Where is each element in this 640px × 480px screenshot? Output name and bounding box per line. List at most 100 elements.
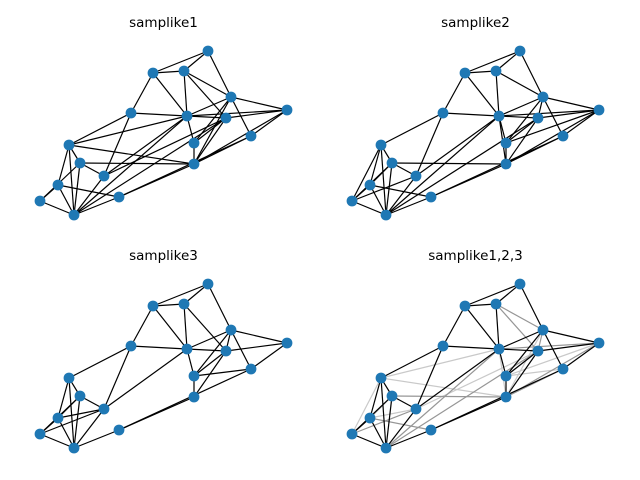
graph-node-0 <box>514 278 526 290</box>
graph-edge <box>130 305 154 347</box>
graph-edge <box>193 117 227 165</box>
graph-node-1 <box>147 300 159 312</box>
graph-edge <box>39 200 75 216</box>
graph-edge <box>442 305 466 347</box>
graph-edge <box>351 377 382 435</box>
graph-node-2 <box>490 298 502 310</box>
graph-node-7 <box>220 112 232 124</box>
graph-edge <box>186 348 227 352</box>
graph-edge <box>103 112 132 177</box>
graph-edge <box>130 112 188 117</box>
graph-edge <box>57 377 70 419</box>
graph-node-0 <box>202 278 214 290</box>
graph-edge <box>73 115 188 216</box>
graph-edge <box>385 408 417 449</box>
node-layer <box>346 45 605 221</box>
graph-edge <box>505 342 600 377</box>
panel-samplike2: samplike2 <box>346 15 605 221</box>
graph-edge <box>562 342 600 370</box>
graph-node-14 <box>52 179 64 191</box>
graph-edge <box>207 283 232 331</box>
graph-edge <box>193 350 227 377</box>
panel-samplike3: samplike3 <box>34 248 293 454</box>
graph-node-17 <box>380 209 392 221</box>
graph-edge <box>351 200 387 216</box>
graph-edge <box>430 396 507 431</box>
graph-edge <box>183 70 227 119</box>
graph-edge <box>385 175 417 216</box>
graph-node-8 <box>245 363 257 375</box>
graph-edge <box>505 350 539 398</box>
node-layer <box>346 278 605 454</box>
graph-edge <box>79 162 195 165</box>
graph-edge <box>186 109 288 117</box>
graph-edge <box>152 283 209 307</box>
graph-edge <box>391 395 507 398</box>
graph-edge <box>442 345 500 350</box>
graph-edge <box>415 112 444 177</box>
graph-node-0 <box>202 45 214 57</box>
graph-edge <box>68 377 75 449</box>
graph-edge <box>73 196 120 216</box>
graph-edge <box>193 368 252 377</box>
graph-edge <box>230 329 288 344</box>
graph-node-4 <box>281 337 293 349</box>
graph-node-16 <box>34 428 46 440</box>
graph-node-14 <box>364 412 376 424</box>
graph-edge <box>385 429 432 449</box>
graph-edge <box>498 109 600 117</box>
graph-node-4 <box>281 104 293 116</box>
graph-edge <box>130 72 154 114</box>
graph-edge <box>225 109 288 119</box>
graph-edge <box>207 50 232 98</box>
panel-title-samplike1: samplike1 <box>129 15 198 31</box>
graph-node-3 <box>225 91 237 103</box>
graph-edge <box>442 112 500 117</box>
graph-edge <box>415 345 444 410</box>
node-layer <box>34 45 293 221</box>
graph-node-6 <box>181 343 193 355</box>
graph-edge <box>183 303 188 350</box>
graph-edge <box>39 433 75 449</box>
graph-edge <box>193 329 232 377</box>
graph-edge <box>118 396 195 431</box>
graph-edge <box>505 329 544 398</box>
graph-node-11 <box>386 390 398 402</box>
graph-edge <box>73 175 105 216</box>
graph-edge <box>505 117 539 165</box>
graph-edge <box>103 117 227 177</box>
node-layer <box>34 278 293 454</box>
graph-node-9 <box>63 139 75 151</box>
graph-edge <box>193 96 232 165</box>
panel-title-samplike2: samplike2 <box>441 15 510 31</box>
graph-edge <box>193 117 227 144</box>
graph-edge <box>351 433 387 449</box>
graph-edge <box>68 144 75 216</box>
graph-edge <box>186 96 232 117</box>
graph-edge <box>415 115 500 177</box>
graph-node-4 <box>593 337 605 349</box>
graph-edge <box>498 96 544 117</box>
graph-node-1 <box>147 67 159 79</box>
graph-node-3 <box>225 324 237 336</box>
graph-edge <box>542 329 600 344</box>
graph-node-12 <box>500 158 512 170</box>
graph-edge <box>183 70 188 117</box>
graph-edge <box>385 115 500 216</box>
panel-title-samplike3: samplike3 <box>129 248 198 264</box>
graph-edge <box>464 72 500 117</box>
graph-edge <box>351 175 417 202</box>
graph-edge <box>385 117 539 216</box>
graph-edge <box>103 115 188 177</box>
graph-edge <box>73 429 120 449</box>
graph-edge <box>225 342 288 352</box>
graph-edge <box>183 70 232 98</box>
graph-edge <box>39 408 105 435</box>
graph-edge <box>505 350 539 377</box>
graph-node-16 <box>346 195 358 207</box>
graph-node-10 <box>500 370 512 382</box>
graph-edge <box>537 109 600 119</box>
graph-edge <box>351 144 382 202</box>
graph-node-12 <box>188 158 200 170</box>
graph-node-11 <box>74 157 86 169</box>
